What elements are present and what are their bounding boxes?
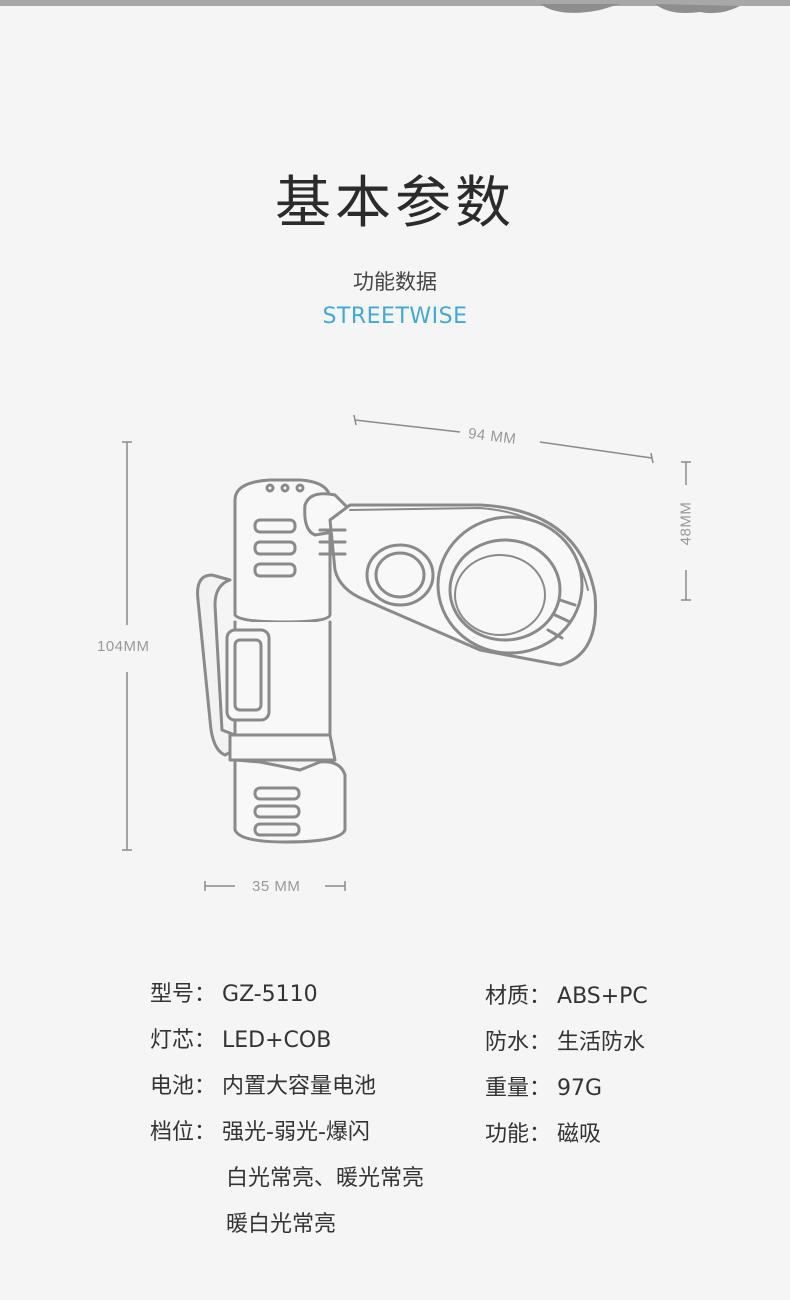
spec-modes-continued-1: 白光常亮、暖光常亮 [226, 1166, 425, 1191]
spec-value: 97G [557, 1076, 603, 1101]
spec-battery: 电池：内置大容量电池 [150, 1068, 376, 1100]
spec-function: 功能：磁吸 [485, 1116, 601, 1148]
spec-value: 强光-弱光-爆闪 [222, 1120, 370, 1145]
spec-modes-continued-2: 暖白光常亮 [226, 1212, 337, 1237]
spec-key: 材质： [485, 984, 552, 1009]
spec-key: 灯芯： [150, 1028, 217, 1053]
spec-key: 档位： [150, 1120, 217, 1145]
dimension-depth-label: 48MM [677, 501, 695, 546]
spec-list: 型号：GZ-5110 灯芯：LED+COB 电池：内置大容量电池 档位：强光-弱… [0, 970, 790, 1270]
product-diagram: 94 MM 48MM 104MM 35 MM [0, 390, 790, 910]
spec-key: 重量： [485, 1076, 552, 1101]
dimension-thickness-label: 35 MM [252, 878, 301, 895]
spec-material: 材质：ABS+PC [485, 978, 648, 1010]
spec-value: 生活防水 [557, 1030, 646, 1055]
flashlight-line-drawing [122, 414, 691, 891]
spec-value: 内置大容量电池 [222, 1074, 377, 1099]
page-title: 基本参数 [275, 171, 515, 236]
spec-led: 灯芯：LED+COB [150, 1022, 331, 1054]
spec-key: 功能： [485, 1122, 552, 1147]
top-decoration [0, 0, 790, 14]
spec-value: 磁吸 [557, 1122, 602, 1147]
spec-key: 防水： [485, 1030, 552, 1055]
spec-waterproof: 防水：生活防水 [485, 1024, 645, 1056]
spec-value: ABS+PC [557, 984, 648, 1009]
spec-key: 型号： [150, 982, 217, 1007]
page-subtitle: 功能数据 [353, 270, 437, 294]
brand-name: STREETWISE [322, 304, 468, 329]
dimension-height-label: 104MM [97, 638, 150, 655]
spec-key: 电池： [150, 1074, 217, 1099]
spec-value: GZ-5110 [222, 982, 318, 1007]
spec-weight: 重量：97G [485, 1070, 602, 1102]
spec-value: LED+COB [222, 1028, 332, 1053]
spec-modes: 档位：强光-弱光-爆闪 [150, 1114, 370, 1146]
spec-model: 型号：GZ-5110 [150, 976, 318, 1008]
